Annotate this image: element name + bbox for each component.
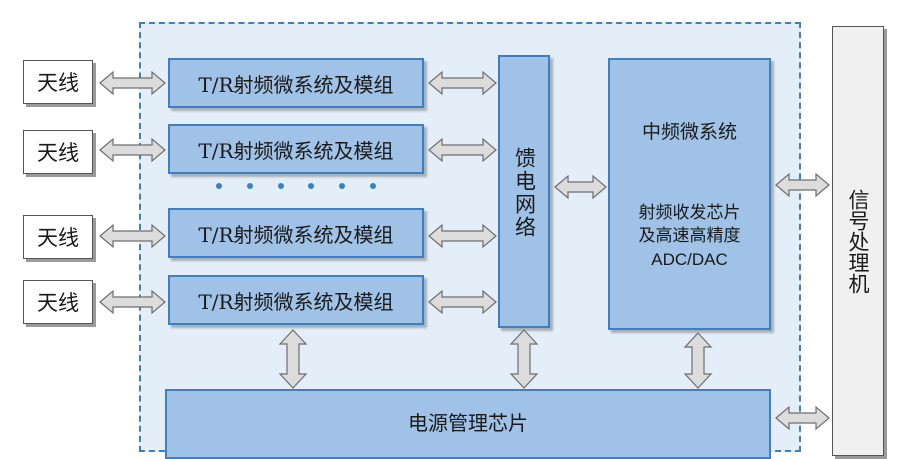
- tr-module-4: T/R射频微系统及模组: [168, 275, 424, 325]
- if-subsystem: 中频微系统 射频收发芯片 及高速高精度 ADC/DAC: [608, 58, 771, 330]
- arrow-tr-feed-4: [428, 289, 497, 315]
- antenna-2: 天线: [23, 130, 93, 174]
- arrow-antenna-tr-2: [99, 137, 166, 163]
- arrow-antenna-tr-1: [99, 70, 166, 96]
- dot: [339, 183, 346, 189]
- arrow-feed-if: [554, 174, 607, 200]
- dot: [216, 183, 222, 189]
- dot: [277, 183, 284, 189]
- dot: [308, 183, 315, 189]
- arrow-tr-feed-2: [428, 137, 497, 163]
- arrow-tr-feed-3: [428, 223, 497, 249]
- arrow-antenna-tr-3: [99, 223, 166, 249]
- if-desc-line-3: ADC/DAC: [651, 250, 728, 269]
- arrow-antenna-tr-4: [99, 289, 166, 315]
- antenna-3: 天线: [23, 215, 93, 259]
- arrow-if-power: [683, 332, 713, 389]
- tr-module-1: T/R射频微系统及模组: [168, 58, 424, 108]
- connection-arrows: .arr { fill: #dcdcdc; stroke: #6e6e6e; s…: [99, 70, 830, 431]
- signal-processor: 信号处理机: [832, 26, 884, 456]
- antenna-1: 天线: [23, 60, 93, 104]
- if-desc-line-1: 射频收发芯片: [638, 203, 741, 223]
- if-subsystem-description: 射频收发芯片 及高速高精度 ADC/DAC: [631, 202, 749, 271]
- antenna-4: 天线: [23, 280, 93, 324]
- arrow-feed-power: [509, 329, 539, 389]
- arrow-if-processor: [775, 172, 830, 198]
- dot: [246, 183, 253, 189]
- ellipsis-dots: [216, 176, 376, 196]
- arrow-power-processor: [775, 405, 830, 431]
- arrow-tr-feed-1: [428, 70, 497, 96]
- if-desc-line-2: 及高速高精度: [638, 226, 741, 246]
- tr-module-2: T/R射频微系统及模组: [168, 124, 424, 174]
- feed-network: 馈电网络: [498, 55, 550, 328]
- arrow-tr-power: [278, 329, 308, 389]
- tr-module-3: T/R射频微系统及模组: [168, 208, 424, 258]
- if-subsystem-title: 中频微系统: [641, 121, 737, 143]
- dot: [369, 183, 376, 189]
